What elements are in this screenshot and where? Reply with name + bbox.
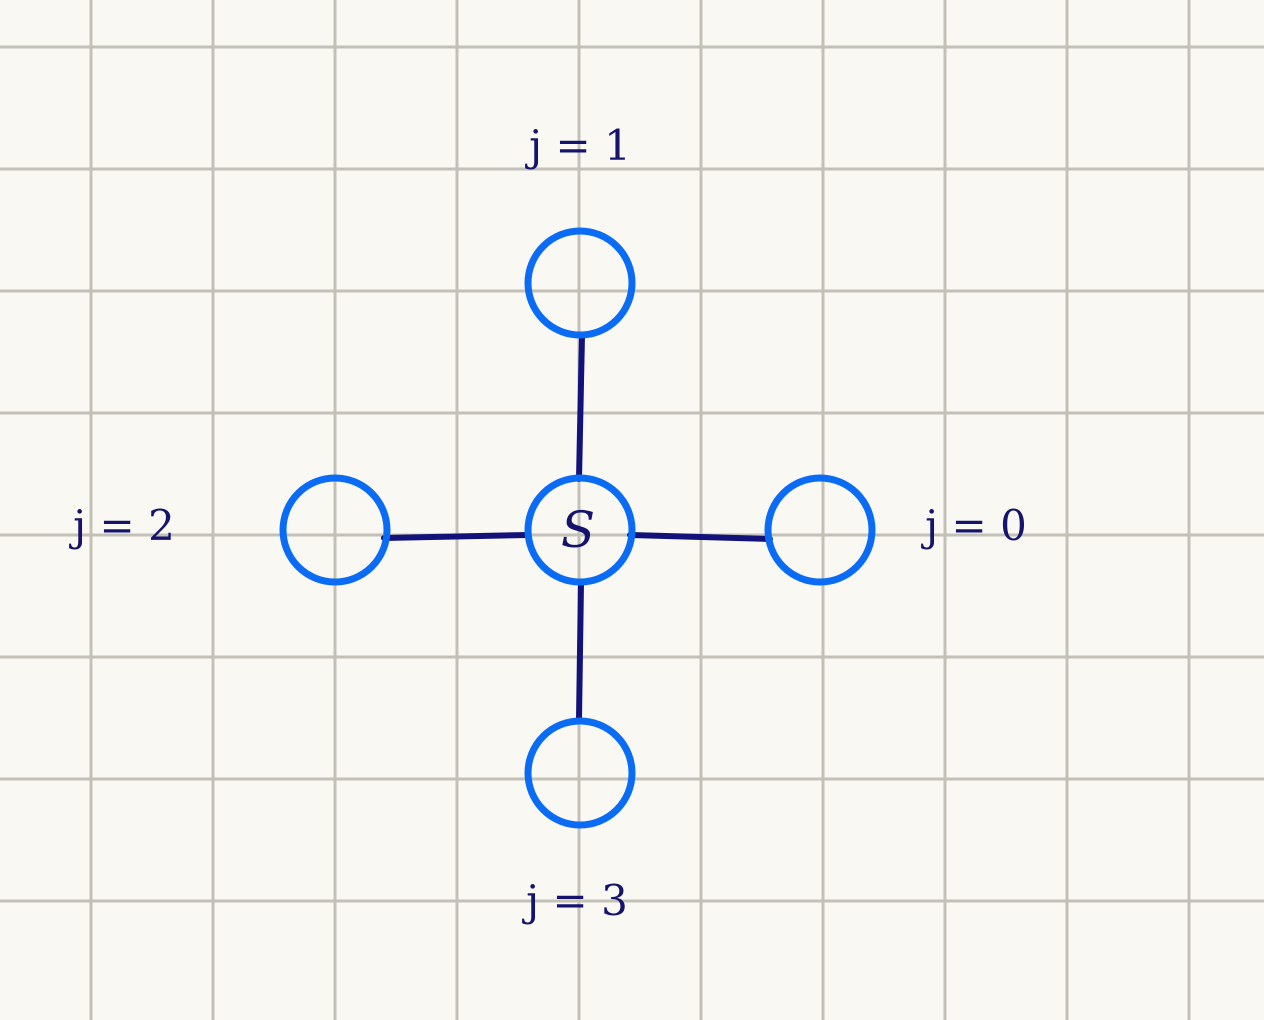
label-j1: j = 1 [524, 121, 631, 170]
center-node-label: S [561, 501, 595, 559]
node-j2 [279, 474, 391, 586]
edges [381, 332, 773, 722]
edge-s-j0 [627, 532, 773, 542]
nodes [279, 227, 876, 829]
label-j3: j = 3 [521, 876, 628, 925]
label-j0: j = 0 [920, 501, 1027, 550]
node-j0 [764, 474, 876, 586]
edge-s-j3 [576, 580, 584, 722]
node-center [524, 474, 636, 586]
node-j3 [524, 717, 636, 829]
node-j1 [524, 227, 636, 339]
edge-s-j1 [576, 332, 585, 482]
label-j2: j = 2 [68, 501, 175, 550]
edge-s-j2 [381, 532, 531, 541]
